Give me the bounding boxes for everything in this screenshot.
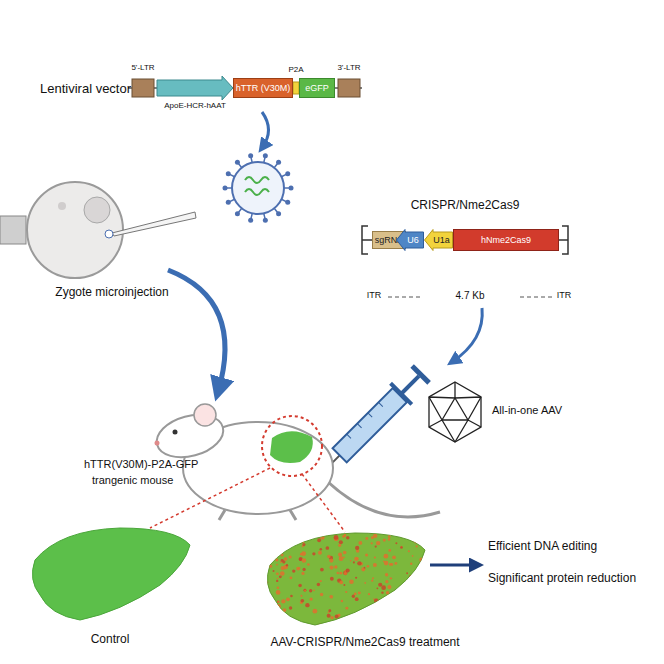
element-label: P2A — [288, 66, 303, 75]
element-label: 3'-LTR — [337, 64, 360, 73]
result-label: Significant protein reduction — [488, 572, 636, 585]
group-label: AAV-CRISPR/Nme2Cas9 treatment — [270, 636, 459, 649]
step-label: Zygote microinjection — [55, 286, 168, 299]
aav-construct — [362, 226, 568, 297]
result-label: Efficient DNA editing — [488, 540, 597, 553]
flow-arrow — [452, 308, 482, 362]
gene-label: hTTR (V30M) — [236, 84, 291, 93]
group-label: Control — [91, 633, 130, 646]
model-label: hTTR(V30M)-P2A-GFP — [84, 458, 198, 470]
flow-arrow — [262, 112, 269, 148]
treated-liver — [267, 533, 425, 625]
element-label: ITR — [557, 291, 572, 301]
editing-speckles — [260, 528, 431, 628]
flow-arrow — [168, 270, 225, 392]
gene-label: hNme2Cas9 — [481, 236, 531, 245]
step-label: All-in-one AAV — [492, 404, 562, 416]
aav-capsid — [429, 382, 481, 442]
gene-box: eGFP — [299, 78, 335, 98]
control-liver — [32, 528, 190, 620]
gene-box: hNme2Cas9 — [453, 229, 559, 251]
result-arrow — [430, 564, 478, 567]
element-label: 5'-LTR — [131, 64, 154, 73]
gene-box: hTTR (V30M) — [233, 78, 293, 98]
dimension: 4.7 Kb — [456, 290, 485, 301]
element-label: ITR — [367, 291, 382, 301]
gene-label: U1a — [433, 236, 450, 245]
zygote — [0, 182, 196, 278]
construct-title: Lentiviral vector — [40, 82, 131, 96]
construct-title: CRISPR/Nme2Cas9 — [411, 199, 520, 212]
promoter-arrow: U1a — [424, 229, 453, 251]
lentiviral-construct — [128, 76, 362, 100]
element-label: ApoE-HCR-hAAT — [164, 102, 226, 111]
gene-label: eGFP — [305, 84, 329, 93]
model-label: trangenic mouse — [92, 474, 173, 486]
promoter-arrow: U6 — [396, 229, 424, 251]
gene-label: U6 — [407, 236, 419, 245]
lentivirus-particle — [223, 153, 294, 222]
